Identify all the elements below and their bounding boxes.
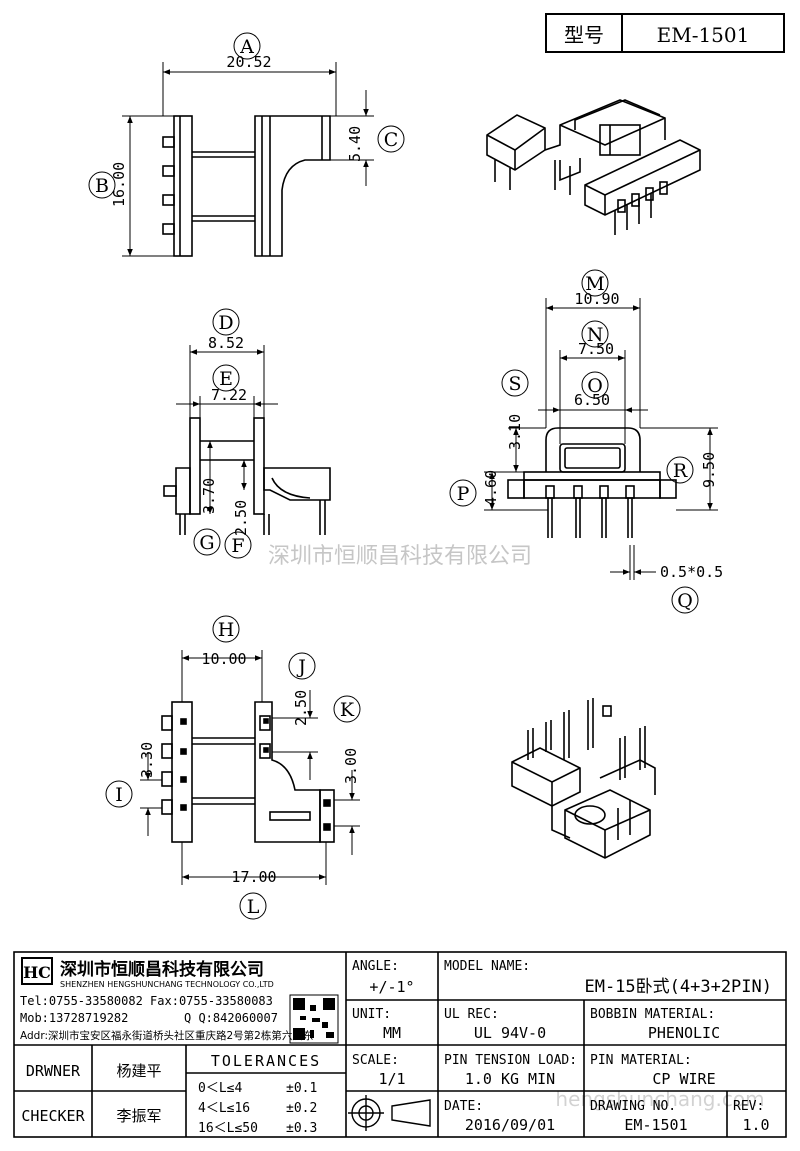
- label-N: N: [587, 324, 604, 346]
- model-name-value: EM-15卧式(4+3+2PIN): [584, 977, 772, 997]
- ul-label: UL REC:: [444, 1007, 499, 1022]
- label-P: P: [457, 483, 470, 505]
- bobbin-value: PHENOLIC: [648, 1024, 720, 1042]
- tol-value-3: ±0.3: [286, 1121, 317, 1136]
- dim-M-value: 10.90: [574, 290, 619, 308]
- label-I: I: [115, 784, 123, 806]
- dim-G-value: 3.70: [200, 478, 218, 514]
- dim-C-value: 5.40: [346, 126, 364, 162]
- drawing-no-label: DRAWING NO.: [590, 1099, 676, 1114]
- pin-material-label: PIN MATERIAL:: [590, 1053, 692, 1068]
- dim-A-value: 20.52: [226, 53, 271, 71]
- company-name-cn: 深圳市恒顺昌科技有限公司: [60, 959, 264, 980]
- dim-D-value: 8.52: [208, 334, 244, 352]
- scale-value: 1/1: [378, 1070, 405, 1088]
- dim-F-value: 2.50: [232, 500, 250, 536]
- company-addr: Addr:深圳市宝安区福永街道桥头社区重庆路2号第2栋第六层东: [20, 1029, 313, 1042]
- label-Q: Q: [677, 590, 693, 612]
- tol-range-3: 16＜L≤50: [198, 1121, 258, 1136]
- title-block-grid: [13, 951, 787, 1138]
- rev-label: REV:: [733, 1099, 764, 1114]
- dim-E-value: 7.22: [211, 386, 247, 404]
- pin-material-value: CP WIRE: [652, 1070, 715, 1088]
- model-label: 型号: [564, 23, 604, 47]
- label-J: J: [296, 656, 306, 678]
- watermark-text: 深圳市恒顺昌科技有限公司: [268, 544, 532, 569]
- ul-value: UL 94V-0: [474, 1024, 546, 1042]
- pin-tension-value: 1.0 KG MIN: [465, 1070, 555, 1088]
- model-name-label: MODEL NAME:: [444, 959, 530, 974]
- angle-label: ANGLE:: [352, 959, 399, 974]
- dim-I-value: 3.30: [138, 742, 156, 778]
- dim-R-value: 9.50: [700, 452, 718, 488]
- svg-text:HC: HC: [23, 963, 51, 982]
- dim-Q-value: 0.5*0.5: [660, 563, 723, 581]
- model-value: EM-1501: [657, 23, 750, 47]
- dim-B-value: 16.00: [110, 162, 128, 207]
- label-L: L: [247, 896, 260, 918]
- date-label: DATE:: [444, 1099, 483, 1114]
- rev-value: 1.0: [742, 1116, 769, 1134]
- company-mob: Mob:13728719282: [20, 1011, 128, 1025]
- dim-P-value: 4.60: [482, 470, 500, 506]
- label-F: F: [231, 535, 244, 557]
- isometric-view-bottom: [511, 698, 656, 859]
- qr-code: [289, 994, 339, 1044]
- isometric-view-top: [486, 99, 701, 235]
- date-value: 2016/09/01: [465, 1116, 555, 1134]
- label-C: C: [384, 129, 399, 151]
- side-view-dims: [176, 308, 278, 559]
- drawing-no-value: EM-1501: [624, 1116, 687, 1134]
- model-header-box: 型号 EM-1501: [545, 13, 785, 53]
- label-D: D: [218, 312, 233, 334]
- drawer-name: 杨建平: [116, 1062, 161, 1080]
- company-tel: Tel:0755-33580082 Fax:0755-33580083: [20, 994, 273, 1008]
- dim-N-value: 7.50: [578, 340, 614, 358]
- bobbin-label: BOBBIN MATERIAL:: [590, 1007, 715, 1022]
- bottom-view: [161, 701, 335, 843]
- tolerances-title: TOLERANCES: [211, 1052, 321, 1070]
- label-H: H: [218, 619, 235, 641]
- bottom-view-dims: [105, 615, 361, 920]
- unit-label: UNIT:: [352, 1007, 391, 1022]
- projection-symbol: [348, 1095, 431, 1131]
- label-K: K: [340, 699, 355, 721]
- top-view: [162, 115, 331, 257]
- tol-range-2: 4＜L≤16: [198, 1101, 250, 1116]
- dim-L-value: 17.00: [231, 868, 276, 886]
- dim-J-value: 2.50: [292, 690, 310, 726]
- front-view-dims: [449, 269, 718, 614]
- tol-value-2: ±0.2: [286, 1101, 317, 1116]
- company-name-en: SHENZHEN HENGSHUNCHANG TECHNOLOGY CO.,LT…: [60, 980, 274, 989]
- top-view-dims: [88, 32, 405, 257]
- label-S: S: [508, 373, 521, 395]
- checker-label: CHECKER: [21, 1107, 85, 1125]
- pin-tension-label: PIN TENSION LOAD:: [444, 1053, 577, 1068]
- dim-O-value: 6.50: [574, 391, 610, 409]
- drawer-label: DRWNER: [26, 1062, 81, 1080]
- front-view: [507, 427, 677, 538]
- label-O: O: [587, 375, 603, 397]
- dim-H-value: 10.00: [201, 650, 246, 668]
- label-E: E: [219, 368, 233, 390]
- label-A: A: [239, 36, 254, 58]
- label-M: M: [585, 273, 604, 295]
- company-logo: HC: [21, 957, 53, 985]
- scale-label: SCALE:: [352, 1053, 399, 1068]
- angle-value: +/-1°: [369, 978, 414, 996]
- unit-value: MM: [383, 1024, 401, 1042]
- tol-value-1: ±0.1: [286, 1081, 317, 1096]
- dim-K-value: 3.00: [342, 748, 360, 784]
- label-G: G: [199, 532, 214, 554]
- checker-name: 李振军: [116, 1107, 161, 1125]
- label-B: B: [95, 175, 109, 197]
- dim-S-value: 3.10: [506, 414, 524, 450]
- label-R: R: [673, 460, 688, 482]
- tol-range-1: 0＜L≤4: [198, 1081, 242, 1096]
- company-qq: Q Q:842060007: [184, 1011, 278, 1025]
